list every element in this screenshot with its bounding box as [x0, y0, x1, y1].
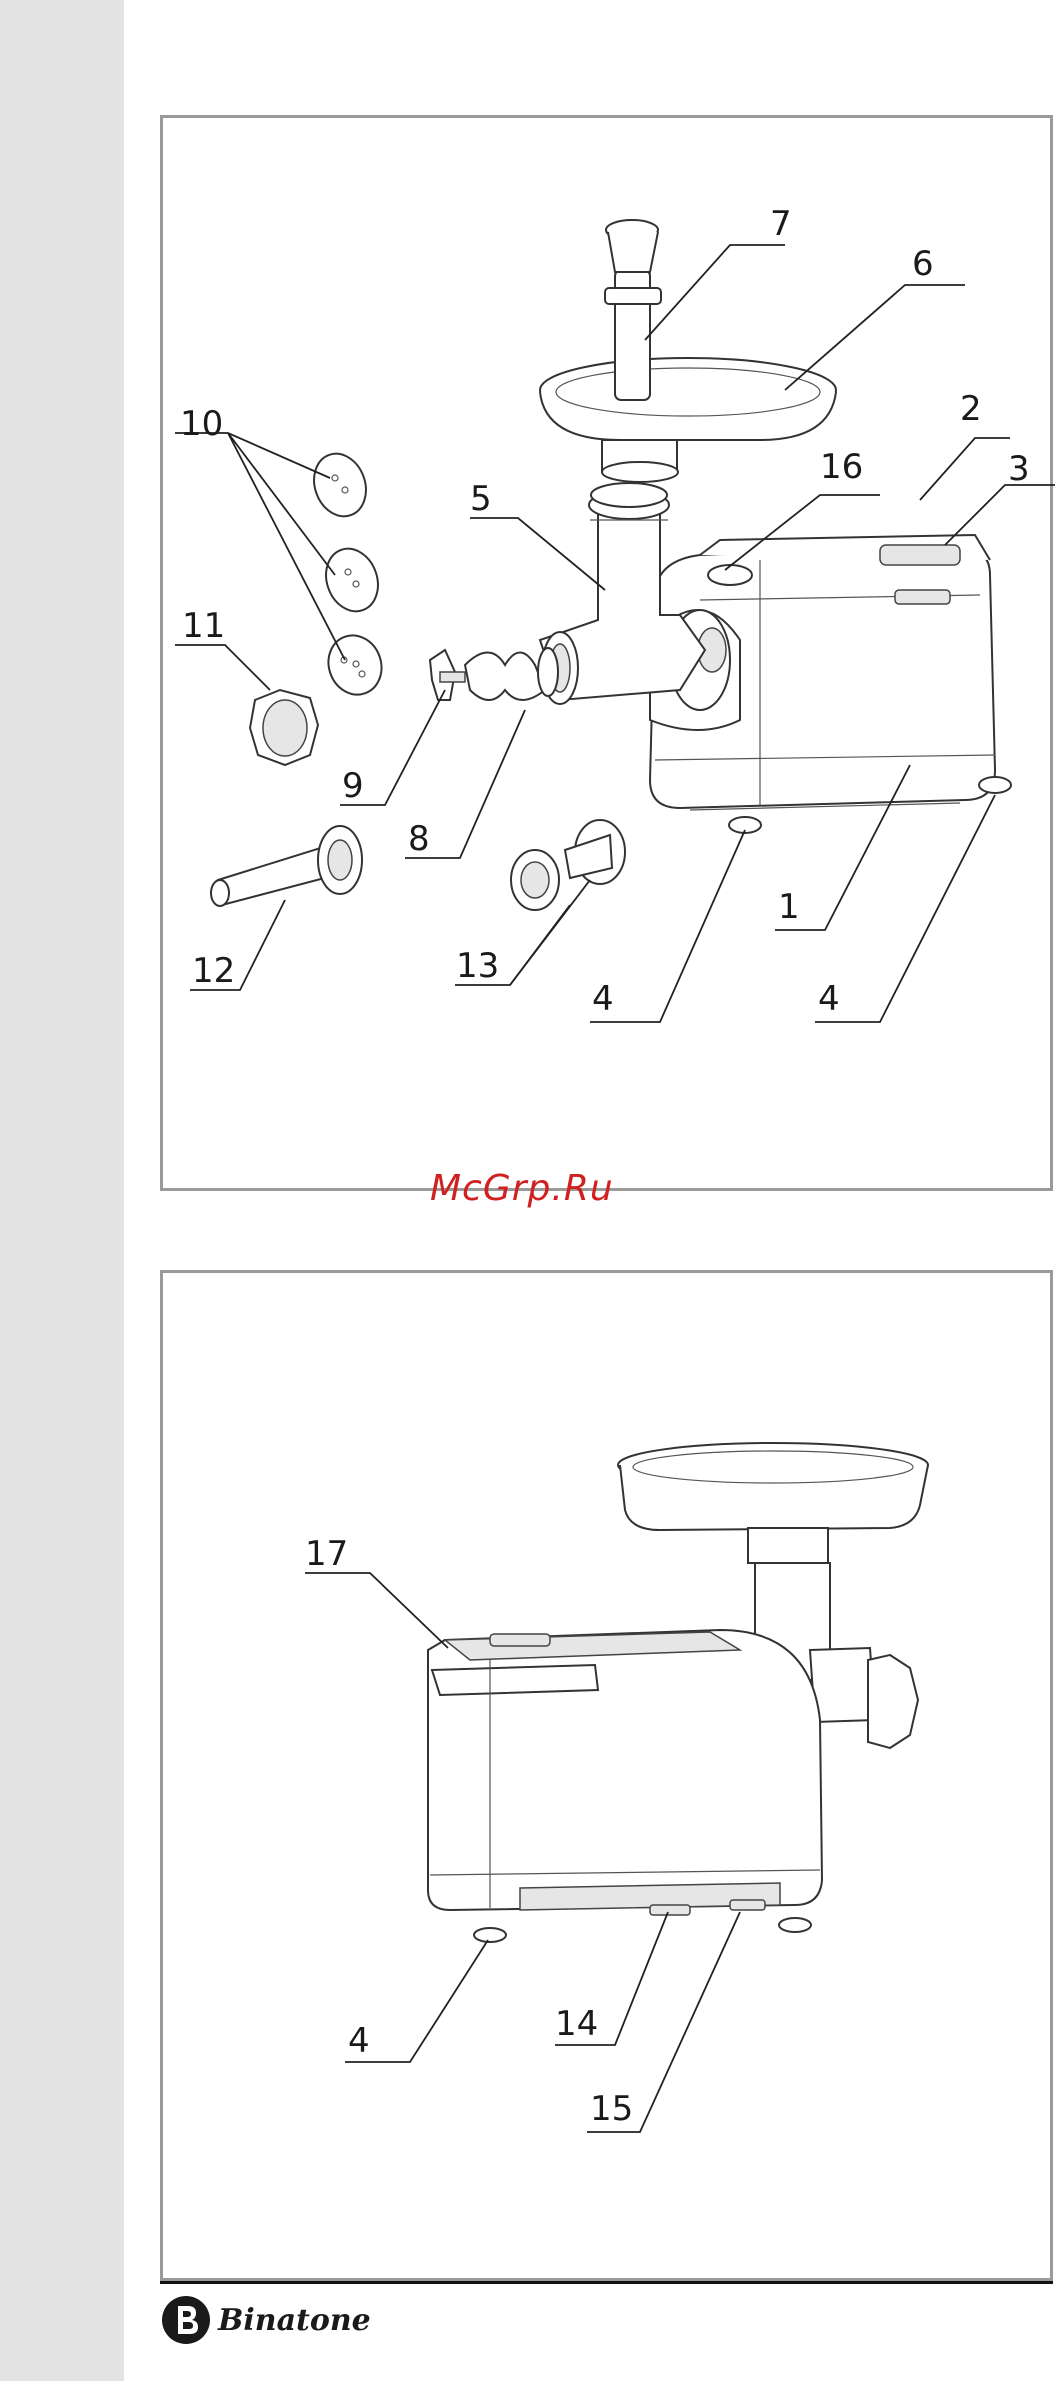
sausage-funnel — [211, 826, 362, 906]
binatone-logo-icon — [160, 2294, 212, 2346]
assembled-view-panel — [160, 1270, 1053, 2281]
callout-4-right: 4 — [818, 979, 840, 1019]
callout-10: 10 — [180, 404, 223, 444]
feed-tray — [540, 358, 836, 482]
callout-11: 11 — [182, 606, 225, 646]
brand-logo: Binatone — [160, 2292, 371, 2348]
kebbe-attachment — [511, 820, 625, 910]
callout-12: 12 — [192, 951, 235, 991]
locking-ring — [250, 690, 318, 765]
callout-16: 16 — [820, 447, 863, 487]
callout-1: 1 — [778, 887, 800, 927]
footer-rule — [160, 2281, 1053, 2284]
callout-9: 9 — [342, 766, 364, 806]
callout-13: 13 — [456, 946, 499, 986]
callout-4-left: 4 — [592, 979, 614, 1019]
meat-grinder-exploded: 7 6 2 3 10 16 5 11 9 8 12 13 4 1 4 — [175, 204, 1055, 1022]
callout-3: 3 — [1008, 449, 1030, 489]
callout-5: 5 — [470, 479, 492, 519]
callout-7: 7 — [770, 204, 792, 244]
watermark: McGrp.Ru — [430, 1168, 614, 1209]
brand-name: Binatone — [218, 2303, 371, 2338]
cutting-plates — [306, 446, 390, 702]
auger-screw — [465, 648, 558, 700]
callout-6: 6 — [912, 244, 934, 284]
callout-8: 8 — [408, 819, 430, 859]
callout-2: 2 — [960, 389, 982, 429]
knife — [430, 650, 465, 700]
